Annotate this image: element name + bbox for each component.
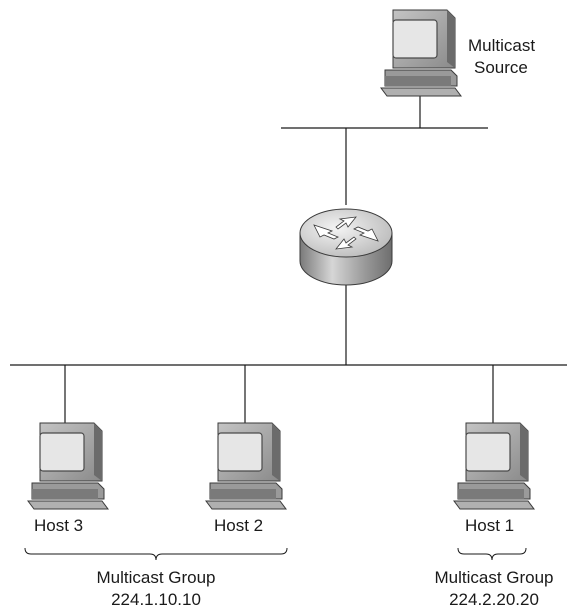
group1-address: 224.1.10.10	[111, 590, 201, 609]
group1-brace	[24, 547, 288, 561]
network-links	[10, 95, 567, 423]
host3-computer-icon	[27, 422, 109, 510]
host3-label: Host 3	[34, 516, 84, 535]
source-computer-icon	[380, 9, 462, 97]
source-label-line1: Multicast	[468, 36, 536, 55]
router-icon	[299, 208, 393, 286]
host1-computer-icon	[453, 422, 535, 510]
host2-computer-icon	[205, 422, 287, 510]
host1-label: Host 1	[465, 516, 515, 535]
group2-brace	[457, 547, 527, 561]
host2-label: Host 2	[214, 516, 264, 535]
source-label-line2: Source	[474, 58, 528, 77]
group2-title: Multicast Group	[434, 568, 554, 587]
group2-address: 224.2.20.20	[449, 590, 539, 609]
group1-title: Multicast Group	[96, 568, 216, 587]
